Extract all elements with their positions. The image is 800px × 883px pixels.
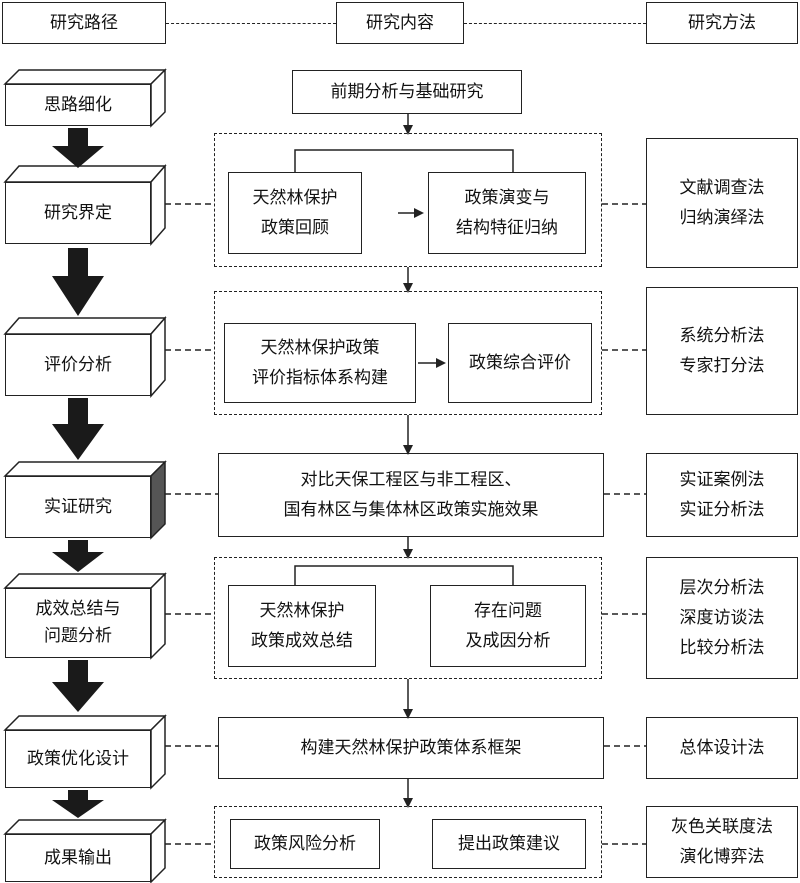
method-grey-game: 灰色关联度法 演化博弈法 [646, 806, 798, 878]
method-label: 演化博弈法 [679, 847, 765, 867]
method-label: 专家打分法 [679, 356, 765, 376]
path-step-result-output: 成果输出 [5, 820, 165, 882]
path-box-side-face [150, 818, 166, 883]
path-step-label: 政策优化设计 [27, 748, 129, 769]
path-step-label: 成效总结与 [35, 599, 121, 619]
path-box-side-face [150, 460, 166, 540]
down-arrow-icon [52, 790, 104, 818]
content-label: 政策演变与 [464, 188, 550, 208]
header-connector-left [166, 23, 336, 24]
path-step-evaluation-analysis: 评价分析 [5, 318, 165, 396]
path-step-summary-problem-analysis: 成效总结与 问题分析 [5, 574, 165, 658]
path-step-research-definition: 研究界定 [5, 166, 165, 244]
content-label: 存在问题 [474, 601, 542, 621]
path-box-side-face [150, 714, 166, 790]
content-effect-summary: 天然林保护 政策成效总结 [228, 585, 376, 667]
down-arrow-icon [52, 248, 104, 316]
path-down-arrows [52, 128, 104, 818]
content-comprehensive-evaluation: 政策综合评价 [448, 323, 592, 403]
path-box-side-face [150, 68, 166, 128]
content-label: 天然林保护政策 [260, 338, 380, 358]
method-label: 深度访谈法 [679, 608, 765, 628]
path-step-policy-optimization: 政策优化设计 [5, 716, 165, 788]
header-research-path: 研究路径 [2, 2, 166, 44]
path-box-side-face [150, 572, 166, 660]
down-arrow-icon [52, 128, 104, 168]
path-box-top-face [3, 165, 167, 183]
content-label: 政策回顾 [261, 218, 329, 238]
path-step-label: 问题分析 [44, 626, 112, 646]
content-label: 评价指标体系构建 [252, 368, 388, 388]
down-arrow-icon [52, 540, 104, 572]
header-research-content: 研究内容 [336, 2, 464, 44]
path-box-top-face [3, 819, 167, 835]
content-label: 结构特征归纳 [456, 218, 558, 238]
path-step-label: 思路细化 [44, 94, 112, 115]
method-ahp-interview-comparison: 层次分析法 深度访谈法 比较分析法 [646, 557, 798, 679]
method-literature-induction: 文献调查法 归纳演绎法 [646, 138, 798, 268]
content-label: 构建天然林保护政策体系框架 [300, 738, 522, 758]
method-label: 系统分析法 [679, 326, 765, 346]
content-indicator-system: 天然林保护政策 评价指标体系构建 [224, 323, 416, 403]
content-risk-analysis: 政策风险分析 [230, 819, 380, 869]
method-label: 比较分析法 [679, 638, 765, 658]
path-box-top-face [3, 317, 167, 335]
method-empirical: 实证案例法 实证分析法 [646, 453, 798, 537]
method-label: 归纳演绎法 [679, 208, 765, 228]
header-research-path-label: 研究路径 [50, 13, 118, 33]
path-box-top-face [3, 69, 167, 85]
path-box-side-face [150, 164, 166, 246]
content-label: 及成因分析 [465, 631, 551, 651]
content-label: 政策成效总结 [251, 631, 353, 651]
header-research-method-label: 研究方法 [688, 13, 756, 33]
method-label: 实证分析法 [679, 500, 765, 520]
method-label: 实证案例法 [679, 470, 765, 490]
method-label: 总体设计法 [679, 738, 765, 758]
content-policy-evolution: 政策演变与 结构特征归纳 [428, 172, 586, 254]
path-step-label: 评价分析 [44, 354, 112, 375]
content-label: 天然林保护 [252, 188, 338, 208]
method-label: 文献调查法 [679, 178, 765, 198]
content-policy-suggestions: 提出政策建议 [432, 819, 586, 869]
content-label: 对比天保工程区与非工程区、 [300, 470, 522, 490]
content-label: 前期分析与基础研究 [330, 82, 484, 102]
method-overall-design: 总体设计法 [646, 717, 798, 779]
content-label: 政策综合评价 [469, 353, 571, 373]
path-box-top-face [3, 715, 167, 731]
path-step-label: 实证研究 [44, 496, 112, 517]
content-policy-review: 天然林保护 政策回顾 [228, 172, 362, 254]
content-label: 提出政策建议 [458, 834, 560, 854]
content-policy-framework: 构建天然林保护政策体系框架 [218, 717, 604, 779]
path-box-top-face [3, 461, 167, 477]
path-box-side-face [150, 316, 166, 398]
method-label: 层次分析法 [679, 578, 765, 598]
content-label: 天然林保护 [259, 601, 345, 621]
path-step-label: 研究界定 [44, 202, 112, 223]
content-label: 国有林区与集体林区政策实施效果 [283, 500, 539, 520]
content-preliminary-analysis: 前期分析与基础研究 [292, 70, 522, 114]
content-problem-analysis: 存在问题 及成因分析 [430, 585, 586, 667]
down-arrow-icon [52, 398, 104, 460]
method-system-expert: 系统分析法 专家打分法 [646, 287, 798, 415]
header-research-method: 研究方法 [646, 2, 798, 44]
down-arrow-icon [52, 660, 104, 712]
header-connector-right [464, 23, 646, 24]
content-label: 政策风险分析 [254, 834, 356, 854]
path-step-empirical-research: 实证研究 [5, 462, 165, 538]
header-research-content-label: 研究内容 [366, 13, 434, 33]
path-step-label: 成果输出 [44, 847, 112, 868]
path-box-top-face [3, 573, 167, 589]
method-label: 灰色关联度法 [671, 817, 773, 837]
